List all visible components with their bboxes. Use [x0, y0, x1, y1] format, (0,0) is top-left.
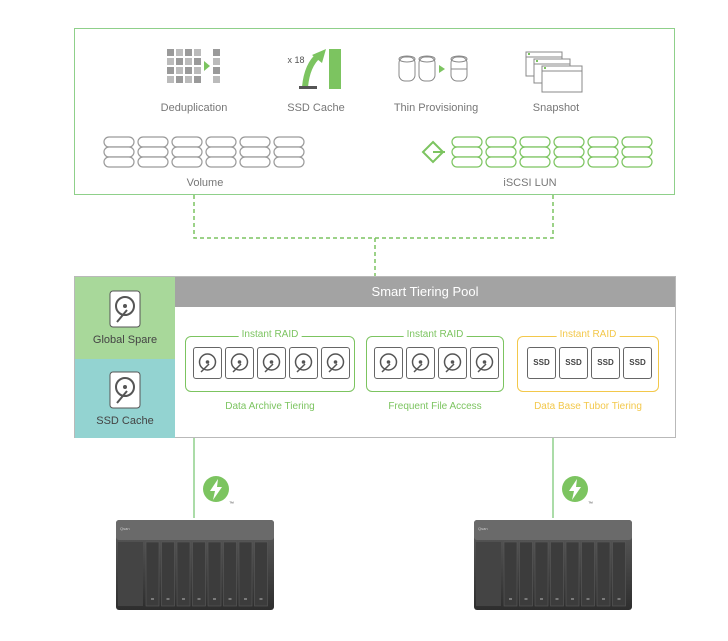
ssd-drive-icon: SSD	[591, 347, 620, 379]
raid-group-title: Instant RAID	[238, 329, 302, 340]
ssd-cache-arrow-icon	[299, 49, 341, 89]
hard-drive-icon	[470, 347, 499, 379]
volume-disk-icon	[171, 135, 203, 169]
volume-disk-icon	[273, 135, 305, 169]
iscsi-disk-icon	[485, 135, 517, 169]
ssd-drive-icon: SSD	[527, 347, 556, 379]
ssd-cache-panel: SSD Cache	[75, 359, 175, 438]
hard-drive-icon	[257, 347, 286, 379]
raid-group-frequent-access: Instant RAID	[366, 329, 504, 392]
volume-disk-icon	[103, 135, 135, 169]
data-archive-tiering-label: Data Archive Tiering	[225, 401, 315, 412]
thin-provisioning-label: Thin Provisioning	[393, 102, 479, 114]
frequent-file-access-label: Frequent File Access	[388, 401, 482, 412]
hard-drive-icon	[438, 347, 467, 379]
hard-drive-icon	[109, 371, 141, 409]
volume-label: Volume	[186, 177, 224, 189]
volume-disk-icon	[239, 135, 271, 169]
nas-device-right: Qsan	[474, 518, 632, 611]
svg-text:Qsan: Qsan	[120, 526, 130, 531]
iscsi-lun-label: iSCSI LUN	[503, 177, 557, 189]
volume-disk-icon	[137, 135, 169, 169]
ssd-cache-multiplier: x 18	[287, 55, 305, 65]
ssd-drive-icon: SSD	[559, 347, 588, 379]
ssd-cache-pool-label: SSD Cache	[96, 415, 154, 427]
hard-drive-icon	[374, 347, 403, 379]
iscsi-disk-icon	[621, 135, 653, 169]
global-spare-panel: Global Spare	[75, 277, 175, 359]
iscsi-disk-icon	[587, 135, 619, 169]
svg-text:™: ™	[588, 501, 593, 507]
raid-group-data-archive: Instant RAID	[185, 329, 355, 392]
snapshot-icon	[525, 51, 583, 93]
hard-drive-icon	[109, 290, 141, 328]
iscsi-disk-icon	[451, 135, 483, 169]
thunderbolt-icon: ™	[562, 476, 593, 507]
hard-drive-icon	[193, 347, 222, 379]
database-tiering-label: Data Base Tubor Tiering	[534, 401, 642, 412]
nas-chassis-icon: Qsan	[116, 520, 274, 610]
pool-title: Smart Tiering Pool	[175, 277, 675, 307]
ssd-cache-feature-label: SSD Cache	[287, 102, 345, 114]
nas-chassis-icon: Qsan	[474, 520, 632, 610]
hard-drive-icon	[321, 347, 350, 379]
iscsi-disk-icon	[519, 135, 551, 169]
snapshot-label: Snapshot	[532, 102, 580, 114]
global-spare-label: Global Spare	[92, 334, 158, 346]
deduplication-label: Deduplication	[160, 102, 228, 114]
feature-panel: Deduplication x 18 SSD Cache Thin Provis…	[74, 28, 675, 195]
smart-tiering-pool: Smart Tiering Pool Global Spare SSD Cach…	[74, 276, 676, 438]
hard-drive-icon	[225, 347, 254, 379]
svg-text:™: ™	[229, 501, 234, 507]
deduplication-icon	[167, 49, 220, 83]
iscsi-connector-icon	[421, 140, 445, 164]
iscsi-disk-icon	[553, 135, 585, 169]
volume-disk-stack	[103, 135, 313, 171]
nas-device-left: Qsan	[116, 518, 274, 611]
volume-disk-icon	[205, 135, 237, 169]
svg-text:Qsan: Qsan	[478, 526, 488, 531]
thin-provisioning-icon	[398, 55, 468, 82]
raid-group-title: Instant RAID	[556, 329, 620, 340]
hard-drive-icon	[406, 347, 435, 379]
thunderbolt-icon: ™	[203, 476, 234, 507]
ssd-drive-icon: SSD	[623, 347, 652, 379]
iscsi-disk-stack	[451, 135, 653, 171]
hard-drive-icon	[289, 347, 318, 379]
raid-group-title: Instant RAID	[403, 329, 467, 340]
